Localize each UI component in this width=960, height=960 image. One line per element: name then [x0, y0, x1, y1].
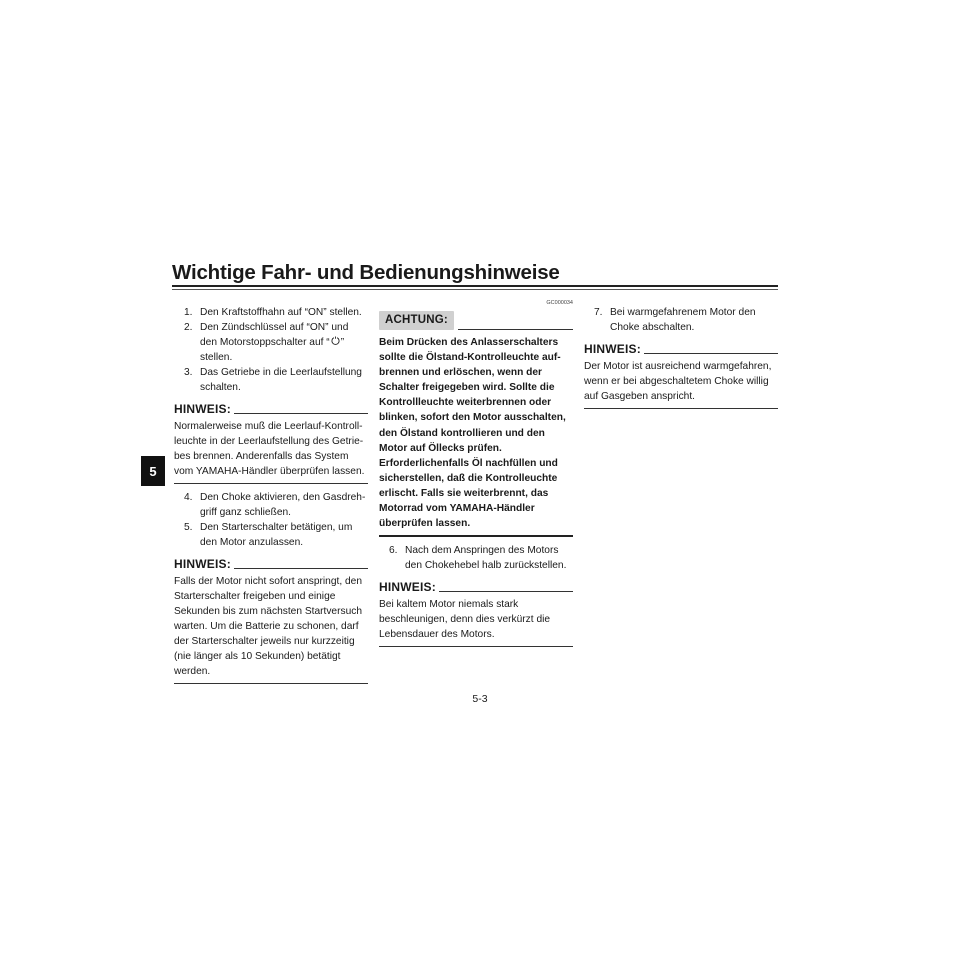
list-item: 5. Den Starterschalter betätigen, um den…	[174, 520, 368, 550]
engine-stop-icon	[331, 336, 340, 345]
step-number: 6.	[389, 545, 398, 557]
step-number: 1.	[184, 307, 193, 318]
list-item: 3. Das Getriebe in die Leerlaufstellung …	[174, 365, 368, 395]
page-number: 5-3	[472, 693, 488, 705]
list-item: 4. Den Choke aktivieren, den Gasdreh­gri…	[174, 490, 368, 520]
step-text-pre: Den Zündschlüssel auf “ON” und den Motor…	[200, 322, 349, 348]
list-item: 7. Bei warmgefahrenem Motor den Choke ab…	[584, 305, 778, 335]
steps-list: 6. Nach dem Anspringen des Motors den Ch…	[379, 543, 573, 573]
step-number: 4.	[184, 492, 193, 503]
reference-code: GC000034	[546, 300, 573, 306]
list-item: 1. Den Kraftstoffhahn auf “ON” stellen.	[174, 305, 368, 320]
note-heading: HINWEIS:	[584, 342, 778, 357]
step-text: Bei warmgefahrenem Motor den Choke absch…	[610, 307, 756, 333]
note-label: HINWEIS:	[584, 342, 641, 356]
step-number: 3.	[184, 367, 193, 378]
note-heading: HINWEIS:	[174, 557, 368, 572]
note-text: Bei kaltem Motor niemals stark beschleun…	[379, 597, 573, 648]
note-text: Falls der Motor nicht sofort anspringt, …	[174, 574, 368, 684]
step-number: 2.	[184, 322, 193, 333]
note-block: HINWEIS: Normalerweise muß die Leerlauf-…	[174, 402, 368, 484]
column-3: 7. Bei warmgefahrenem Motor den Choke ab…	[584, 305, 778, 409]
step-number: 7.	[594, 307, 603, 318]
note-rule	[233, 568, 368, 569]
page-title: Wichtige Fahr- und Bedienungshinweise	[172, 261, 560, 284]
note-block: HINWEIS: Bei kaltem Motor niemals stark …	[379, 580, 573, 648]
note-block: HINWEIS: Der Motor ist ausreichend warmg…	[584, 342, 778, 409]
step-text: Das Getriebe in die Leerlaufstellung sch…	[200, 367, 362, 393]
note-rule	[438, 591, 573, 593]
note-rule	[643, 353, 778, 354]
note-label: HINWEIS:	[174, 557, 231, 571]
caution-rule	[457, 329, 573, 330]
note-rule	[233, 413, 368, 414]
column-2: GC000034 ACHTUNG: Beim Drücken des Anlas…	[379, 300, 573, 648]
steps-list: 4. Den Choke aktivieren, den Gasdreh­gri…	[174, 490, 368, 550]
title-rule	[172, 285, 778, 287]
caution-heading: ACHTUNG:	[379, 311, 573, 330]
step-number: 5.	[184, 522, 193, 533]
step-text: Den Kraftstoffhahn auf “ON” stellen.	[200, 307, 362, 318]
note-heading: HINWEIS:	[174, 402, 368, 417]
steps-list: 7. Bei warmgefahrenem Motor den Choke ab…	[584, 305, 778, 335]
note-text: Normalerweise muß die Leerlauf-Kontroll­…	[174, 419, 368, 484]
note-label: HINWEIS:	[379, 580, 436, 595]
title-rule-thin	[172, 289, 778, 290]
step-text: Nach dem Anspringen des Motors den Choke…	[405, 545, 567, 572]
note-heading: HINWEIS:	[379, 580, 573, 595]
step-text: Den Choke aktivieren, den Gasdreh­griff …	[200, 492, 366, 518]
note-label: HINWEIS:	[174, 402, 231, 416]
list-item: 2. Den Zündschlüssel auf “ON” und den Mo…	[174, 320, 368, 365]
steps-list: 1. Den Kraftstoffhahn auf “ON” stellen. …	[174, 305, 368, 395]
caution-text: Beim Drücken des Anlasserschalters sollt…	[379, 335, 573, 538]
note-block: HINWEIS: Falls der Motor nicht sofort an…	[174, 557, 368, 684]
note-text: Der Motor ist ausreichend warmgefahren, …	[584, 359, 778, 409]
list-item: 6. Nach dem Anspringen des Motors den Ch…	[379, 543, 573, 573]
caution-label: ACHTUNG:	[379, 311, 454, 330]
chapter-tab: 5	[141, 456, 165, 486]
step-text-post: ” stellen.	[200, 337, 345, 363]
column-1: 1. Den Kraftstoffhahn auf “ON” stellen. …	[174, 305, 368, 684]
step-text: Den Starterschalter betätigen, um den Mo…	[200, 522, 353, 548]
